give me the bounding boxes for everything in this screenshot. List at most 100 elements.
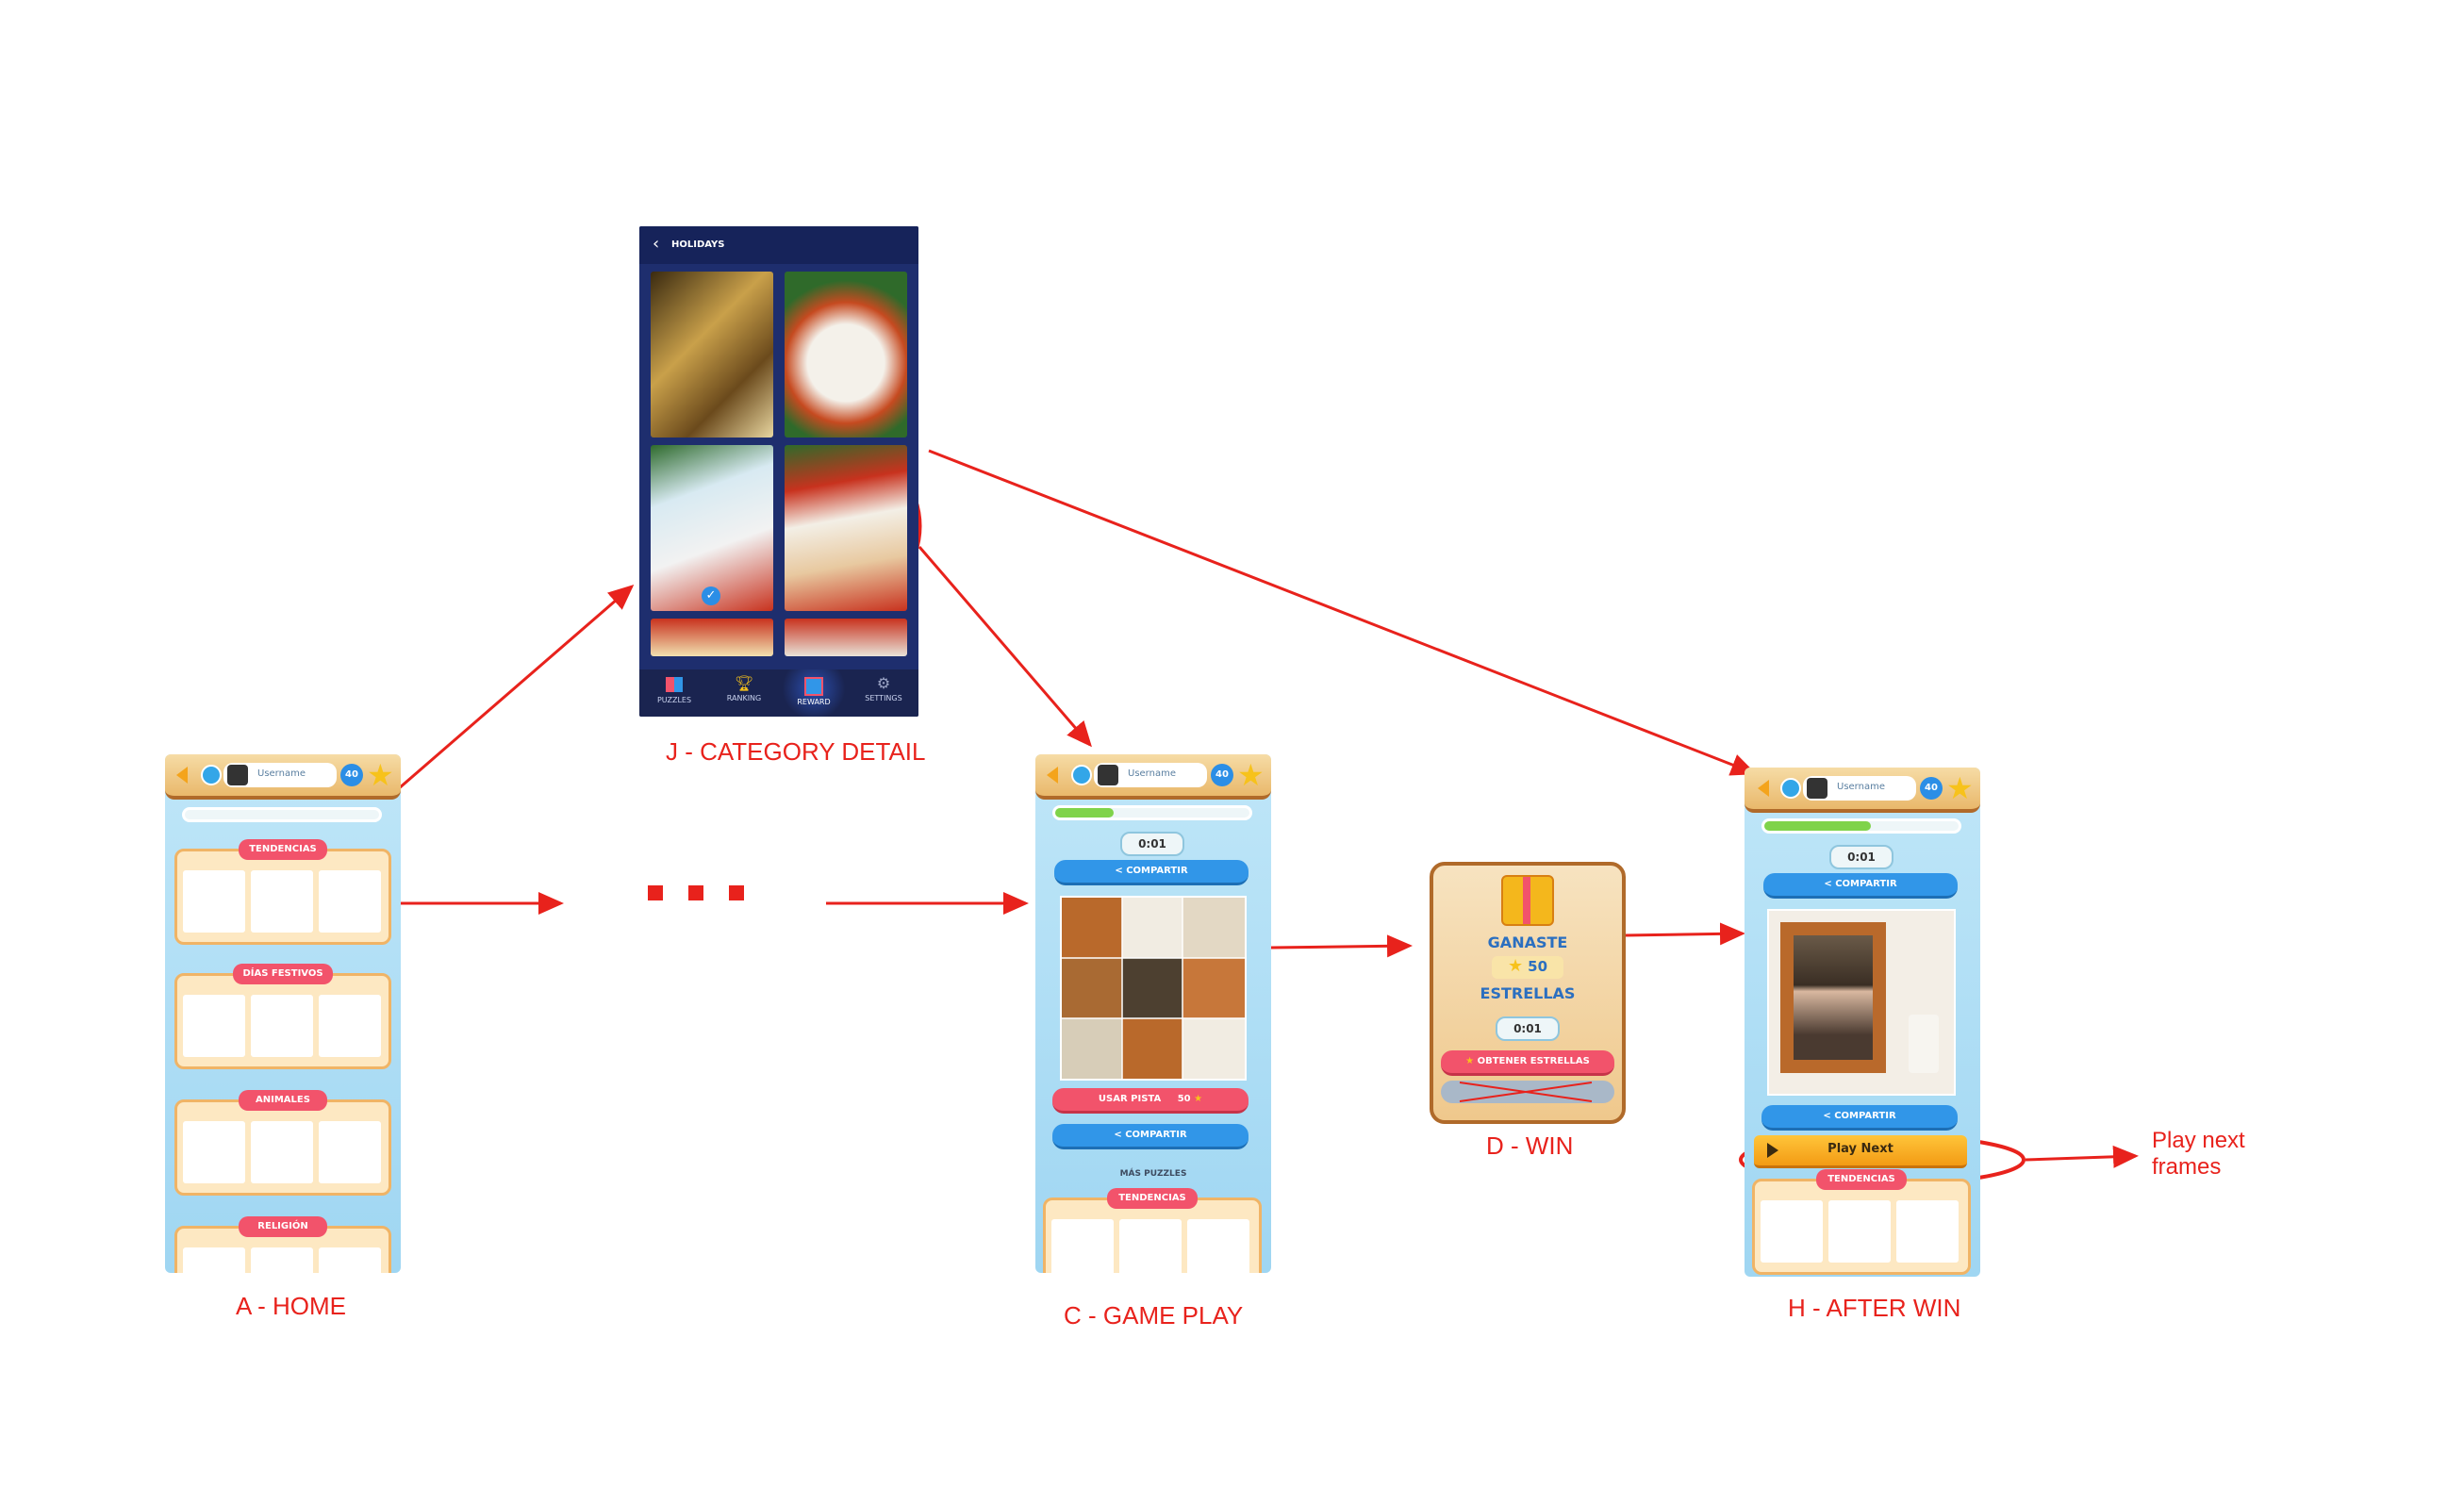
afterwin-topbar: Username 40 ★ xyxy=(1745,768,1980,813)
puzzle-tile[interactable] xyxy=(1761,1200,1823,1263)
home-screen: Username 40 ★ TENDENCIAS DÍAS FESTIVOS A… xyxy=(165,754,401,1273)
puzzle-tile[interactable] xyxy=(1896,1200,1959,1263)
puzzle-tile[interactable] xyxy=(1119,1219,1182,1273)
share-icon: < xyxy=(1115,866,1127,876)
star-icon: ★ xyxy=(1465,1056,1475,1066)
username-pill[interactable]: Username xyxy=(223,763,337,787)
username-pill[interactable]: Username xyxy=(1803,776,1916,801)
play-next-label: Play Next xyxy=(1827,1142,1893,1156)
nav-settings[interactable]: ⚙ SETTINGS xyxy=(849,669,918,717)
back-arrow-icon[interactable] xyxy=(1758,780,1769,797)
crossed-out-button xyxy=(1441,1081,1614,1103)
win-timer: 0:01 xyxy=(1496,1016,1560,1041)
puzzle-tile[interactable] xyxy=(1051,1219,1114,1273)
username-pill[interactable]: Username xyxy=(1094,763,1207,787)
home-topbar: Username 40 ★ xyxy=(165,754,401,800)
gift-icon xyxy=(804,677,823,696)
username-label: Username xyxy=(257,768,306,779)
back-chevron-icon[interactable]: ‹ xyxy=(653,234,660,254)
share-button-bottom[interactable]: < COMPARTIR xyxy=(1761,1105,1958,1131)
category-title: HOLIDAYS xyxy=(671,239,725,250)
puzzle-tile[interactable] xyxy=(183,870,245,933)
gameplay-timer: 0:01 xyxy=(1120,832,1184,856)
star-icon: ★ xyxy=(367,757,394,793)
nav-puzzles-label: PUZZLES xyxy=(656,696,692,704)
share-button-bottom[interactable]: < COMPARTIR xyxy=(1052,1124,1249,1149)
puzzle-tile[interactable] xyxy=(251,1121,313,1183)
star-count-badge: 40 xyxy=(340,764,363,786)
share-icon: < xyxy=(1823,1111,1835,1121)
settings-gear-icon[interactable] xyxy=(1071,765,1092,785)
label-home: A - HOME xyxy=(236,1292,347,1320)
share-label: COMPARTIR xyxy=(1834,1111,1896,1121)
share-button-top[interactable]: < COMPARTIR xyxy=(1763,873,1958,899)
puzzle-tile[interactable] xyxy=(319,870,381,933)
home-progress-bar xyxy=(182,807,382,822)
category-ribbon-religion[interactable]: RELIGIÓN xyxy=(239,1216,327,1237)
category-photo-champagne[interactable] xyxy=(651,272,773,438)
arrow-category-to-gameplay xyxy=(918,546,1092,748)
play-next-button[interactable]: Play Next xyxy=(1754,1135,1967,1168)
category-photo-graduation-wreath[interactable] xyxy=(785,272,907,438)
nav-ranking[interactable]: 🏆︎ RANKING xyxy=(709,669,779,717)
settings-gear-icon[interactable] xyxy=(1780,778,1801,799)
win-stars: 50 xyxy=(1528,958,1548,975)
star-count-badge: 40 xyxy=(1920,777,1943,800)
puzzle-tile[interactable] xyxy=(183,1247,245,1273)
share-label: COMPARTIR xyxy=(1126,866,1188,876)
more-puzzles-heading: MÁS PUZZLES xyxy=(1119,1169,1187,1179)
arrow-category-to-afterwin xyxy=(928,449,1757,776)
category-photo-gift[interactable] xyxy=(785,445,907,611)
puzzle-tile[interactable] xyxy=(251,995,313,1057)
progress-fill xyxy=(1764,821,1872,831)
win-line1: GANASTE xyxy=(1487,933,1568,951)
completed-photo xyxy=(1767,909,1956,1096)
play-icon xyxy=(1767,1143,1778,1158)
puzzle-tile[interactable] xyxy=(1828,1200,1891,1263)
category-photo-santa[interactable] xyxy=(785,619,907,656)
puzzle-board[interactable] xyxy=(1060,896,1247,1081)
puzzle-icon xyxy=(666,677,683,692)
gift-ribbon xyxy=(1523,877,1530,924)
afterwin-progress-bar xyxy=(1761,818,1961,834)
photo-frame xyxy=(1780,922,1886,1073)
gameplay-screen: Username 40 ★ 0:01 < COMPARTIR USAR PIST… xyxy=(1035,754,1271,1273)
avatar xyxy=(227,765,248,785)
puzzle-tile[interactable] xyxy=(319,995,381,1057)
nav-puzzles[interactable]: PUZZLES xyxy=(639,669,709,717)
back-arrow-icon[interactable] xyxy=(1047,767,1058,784)
username-label: Username xyxy=(1128,768,1176,779)
puzzle-tile[interactable] xyxy=(251,1247,313,1273)
nav-reward-label: REWARD xyxy=(797,698,831,706)
puzzle-tile[interactable] xyxy=(183,1121,245,1183)
category-ribbon-dias-festivos[interactable]: DÍAS FESTIVOS xyxy=(233,964,333,984)
category-ribbon-tendencias[interactable]: TENDENCIAS xyxy=(1107,1188,1198,1209)
category-frame-tendencias xyxy=(174,849,391,945)
category-ribbon-tendencias[interactable]: TENDENCIAS xyxy=(239,839,327,860)
get-stars-label: OBTENER ESTRELLAS xyxy=(1477,1056,1590,1066)
category-frame-tendencias xyxy=(1752,1179,1971,1275)
puzzle-tile[interactable] xyxy=(1187,1219,1249,1273)
settings-gear-icon[interactable] xyxy=(201,765,222,785)
use-hint-button[interactable]: USAR PISTA 50 ★ xyxy=(1052,1088,1249,1114)
afterwin-timer: 0:01 xyxy=(1829,845,1893,869)
share-button-top[interactable]: < COMPARTIR xyxy=(1054,860,1249,885)
puzzle-tile[interactable] xyxy=(183,995,245,1057)
get-stars-button[interactable]: ★ OBTENER ESTRELLAS xyxy=(1441,1050,1614,1076)
nav-reward[interactable]: REWARD xyxy=(779,669,849,717)
puzzle-tile[interactable] xyxy=(319,1247,381,1273)
back-arrow-icon[interactable] xyxy=(176,767,188,784)
label-gameplay: C - GAME PLAY xyxy=(1064,1301,1244,1330)
username-label: Username xyxy=(1837,782,1885,792)
arrow-gameplay-to-win xyxy=(1270,934,1413,958)
plant-pot xyxy=(1909,1015,1939,1073)
category-ribbon-animales[interactable]: ANIMALES xyxy=(239,1090,327,1111)
puzzle-tile[interactable] xyxy=(251,870,313,933)
category-ribbon-tendencias[interactable]: TENDENCIAS xyxy=(1816,1169,1907,1190)
label-category-detail: J - CATEGORY DETAIL xyxy=(666,737,926,766)
category-photo-window-solved[interactable]: ✓ xyxy=(651,445,773,611)
puzzle-tile[interactable] xyxy=(319,1121,381,1183)
star-icon: ★ xyxy=(1946,770,1974,806)
category-photo-frame[interactable] xyxy=(651,619,773,656)
